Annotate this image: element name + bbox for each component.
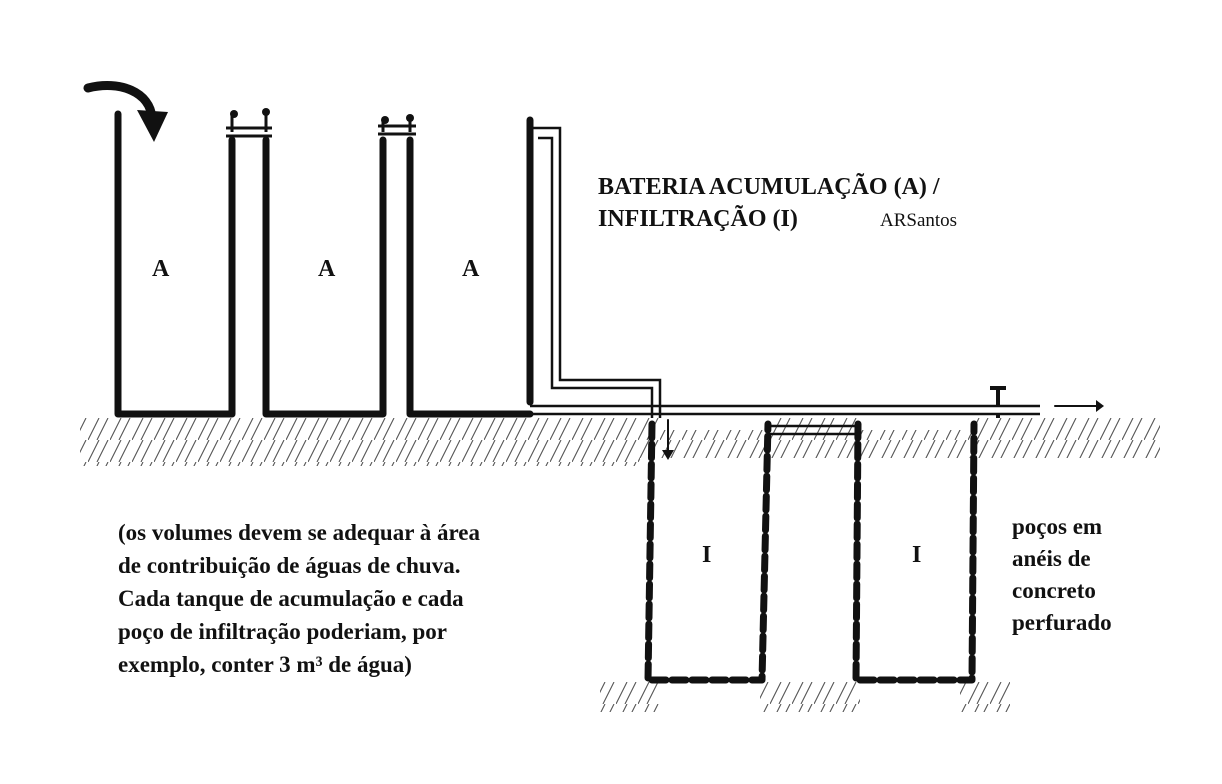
siphon-pipe-2 (378, 118, 416, 136)
author-credit: ARSantos (880, 210, 957, 231)
tank-label-3: A (462, 256, 480, 282)
ground-hatching (80, 418, 1160, 712)
well-label-1: I (702, 542, 711, 568)
diagram-title-line2: INFILTRAÇÃO (I) (598, 206, 798, 232)
wells-note-line-2: anéis de (1012, 546, 1091, 571)
tank-2-wall (262, 136, 387, 418)
tank-3-wall (406, 136, 534, 418)
well-connector-pipe (768, 424, 858, 436)
rain-inflow-arrow (83, 81, 168, 142)
infiltration-wells (644, 420, 978, 684)
outlet-pipe (530, 126, 662, 418)
volume-note-line-4: poço de infiltração poderiam, por (118, 619, 447, 644)
volume-note-line-3: Cada tanque de acumulação e cada (118, 586, 464, 611)
diagram-title-line1: BATERIA ACUMULAÇÃO (A) / (598, 174, 940, 200)
well-2-wall (852, 420, 978, 684)
wells-note-line-1: poços em (1012, 514, 1102, 539)
well-label-2: I (912, 542, 921, 568)
volume-note-line-2: de contribuição de águas de chuva. (118, 553, 460, 578)
tank-label-2: A (318, 256, 336, 282)
wells-note-line-3: concreto (1012, 578, 1096, 603)
well-1-wall (644, 420, 772, 684)
volume-note-line-5: exemplo, conter 3 m³ de água) (118, 652, 412, 677)
siphon-pipe-1 (226, 114, 272, 138)
distribution-pipe (530, 386, 1104, 460)
tank-1-wall (114, 110, 236, 418)
wells-note-line-4: perfurado (1012, 610, 1112, 635)
accumulation-tanks (114, 108, 662, 418)
volume-note-line-1: (os volumes devem se adequar à área (118, 520, 481, 545)
tank-label-1: A (152, 256, 170, 282)
